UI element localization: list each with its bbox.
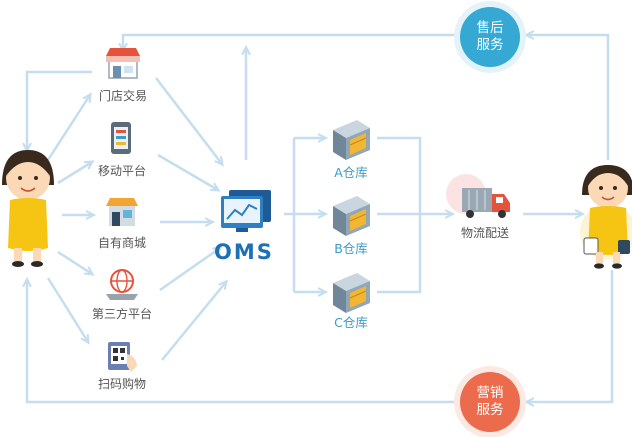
truck-icon — [446, 174, 510, 218]
arrow-qr-to-oms — [161, 282, 226, 361]
arrow-customer-to-store — [46, 95, 90, 161]
arrow-customer-to-marketing — [527, 270, 614, 402]
warehouse-icon-c — [333, 273, 370, 313]
arrow-after-sales-to-store — [123, 33, 455, 50]
arrow-customer-to-after-sales — [527, 35, 610, 160]
arrow-customer-to-qr — [46, 277, 88, 342]
channel-label-thirdparty: 第三方平台 — [91, 307, 153, 321]
channel-label-store: 门店交易 — [98, 89, 148, 103]
channel-label-mobile: 移动平台 — [97, 164, 147, 178]
arrow-customer-to-thirdparty — [57, 250, 92, 274]
globe-platform-icon — [106, 269, 138, 300]
channel-label-mall: 自有商城 — [97, 236, 147, 250]
warehouse-icon-b — [333, 196, 370, 236]
mobile-phone-icon — [111, 122, 131, 154]
qr-scan-icon — [108, 342, 137, 372]
after-sales-line1: 售后 — [476, 20, 504, 36]
logistics-label: 物流配送 — [460, 226, 510, 240]
warehouse-label-c: C仓库 — [334, 315, 368, 330]
channel-label-qr: 扫码购物 — [97, 377, 147, 391]
warehouse-label-b: B仓库 — [334, 241, 368, 256]
warehouse-icon-a — [333, 120, 370, 160]
after-sales-label: 售后 服务 — [460, 20, 520, 54]
connector-lines — [27, 33, 614, 404]
arrow-mobile-to-oms — [157, 153, 218, 190]
arrow-store-to-customer — [27, 70, 92, 150]
arrow-store-to-oms — [155, 77, 222, 164]
arrow-marketing-to-customer — [27, 280, 455, 404]
after-sales-line2: 服务 — [476, 37, 504, 53]
warehouse-label-a: A仓库 — [334, 165, 368, 180]
shop-building-icon — [106, 198, 138, 226]
after-sales-circle — [454, 1, 526, 73]
monitor-chart-icon — [221, 190, 271, 232]
arrow-customer-to-mobile — [57, 162, 92, 185]
arrow-thirdparty-to-oms — [159, 248, 220, 292]
storefront-icon — [106, 48, 140, 79]
customer-right-figure — [580, 165, 632, 269]
marketing-circle — [454, 366, 526, 437]
marketing-label: 营销 服务 — [460, 385, 520, 419]
oms-label: OMS — [214, 240, 274, 264]
customer-left-figure — [2, 150, 54, 267]
marketing-line2: 服务 — [476, 402, 504, 418]
marketing-line1: 营销 — [476, 385, 504, 401]
